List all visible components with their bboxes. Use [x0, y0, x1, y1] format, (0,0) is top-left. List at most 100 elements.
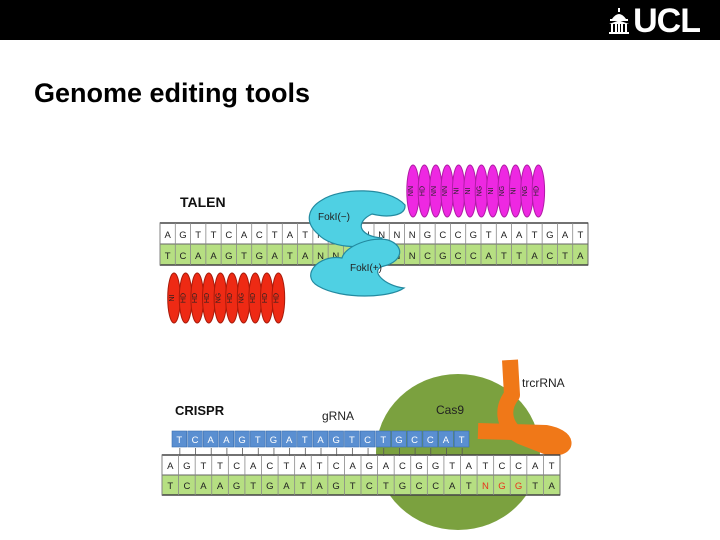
- grna-base-cell: [250, 430, 266, 448]
- talen-top-base: T: [272, 230, 278, 241]
- crispr-top-base: C: [333, 461, 340, 472]
- talen-bottom-base: T: [562, 251, 568, 262]
- talen-bottom-base: C: [179, 251, 186, 262]
- portico-icon: [609, 8, 630, 34]
- crispr-top-base: T: [549, 461, 555, 472]
- crispr-bottom-base: G: [332, 481, 339, 492]
- crispr-bottom-base: A: [283, 481, 290, 492]
- crispr-bottom-base: T: [532, 481, 538, 492]
- crispr-bottom-base: T: [167, 481, 173, 492]
- talen-bottom-base: C: [470, 251, 477, 262]
- tracrrna-label: trcrRNA: [522, 376, 565, 390]
- logo-text: UCL: [633, 2, 701, 40]
- talen-bottom-base: A: [485, 251, 492, 262]
- talen-top-base: C: [439, 230, 446, 241]
- grna-base: A: [208, 435, 215, 446]
- grna-base-cell: [297, 430, 313, 448]
- grna-base: A: [317, 435, 324, 446]
- pink-tale-repeat-label: NG: [522, 186, 529, 197]
- pink-tale-repeat-label: HD: [533, 186, 540, 196]
- grna-label: gRNA: [322, 409, 354, 423]
- pink-tale-repeat-label: NN: [442, 186, 449, 196]
- grna-base-cell: [359, 430, 376, 448]
- talen-top-base: A: [241, 230, 248, 241]
- crispr-top-base: C: [233, 461, 240, 472]
- crispr-top-base: T: [482, 461, 488, 472]
- pink-tale-repeat-label: NN: [408, 186, 415, 196]
- grna-base: T: [176, 435, 182, 446]
- crispr-top-base: G: [366, 461, 373, 472]
- pink-tale-repeat-label: NG: [499, 186, 506, 197]
- talen-bottom-base: G: [256, 251, 263, 262]
- grna-base: A: [286, 435, 293, 446]
- grna-base-cell: [265, 430, 282, 448]
- pink-tale-repeat-label: NI: [465, 187, 472, 194]
- talen-bottom-base: T: [287, 251, 293, 262]
- crispr-bottom-base: N: [482, 481, 489, 492]
- talen-bottom-base: T: [501, 251, 507, 262]
- grna-base-cell: [234, 430, 250, 448]
- grna-base: G: [270, 435, 277, 446]
- crispr-top-base: C: [266, 461, 273, 472]
- grna-base-cell: [375, 430, 391, 448]
- crispr-bottom-base: G: [233, 481, 240, 492]
- grna-base-cell: [218, 430, 235, 448]
- crispr-top-base: T: [449, 461, 455, 472]
- talen-bottom-base: A: [577, 251, 584, 262]
- crispr-bottom-base: C: [416, 481, 423, 492]
- red-tale-repeat-label: NG: [215, 293, 222, 304]
- crispr-top-base: T: [217, 461, 223, 472]
- talen-bottom-base: G: [439, 251, 446, 262]
- talen-bottom-base: A: [210, 251, 217, 262]
- red-tale-repeat-label: HD: [181, 293, 188, 303]
- grna-base: T: [302, 435, 308, 446]
- crispr-top-base: A: [250, 461, 257, 472]
- crispr-label: CRISPR: [175, 403, 225, 418]
- talen-top-base: T: [211, 230, 217, 241]
- header-bar: UCL: [0, 0, 720, 40]
- talen-top-base: C: [256, 230, 263, 241]
- grna-base-cell: [454, 430, 470, 448]
- crispr-bottom-base: T: [250, 481, 256, 492]
- talen-top-base: T: [302, 230, 308, 241]
- grna-base: G: [332, 435, 339, 446]
- grna-base-cell: [328, 430, 344, 448]
- pink-tale-repeat-label: NG: [476, 186, 483, 197]
- grna-base: T: [459, 435, 465, 446]
- grna-base: G: [395, 435, 402, 446]
- crispr-top-base: A: [350, 461, 357, 472]
- crispr-bottom-base: A: [449, 481, 456, 492]
- talen-top-base: A: [516, 230, 523, 241]
- crispr-top-base: A: [383, 461, 390, 472]
- pink-tale-repeat-label: NI: [511, 187, 518, 194]
- red-tale-repeat-label: HD: [192, 293, 199, 303]
- talen-top-base: A: [287, 230, 294, 241]
- red-tale-repeat-label: HD: [250, 293, 257, 303]
- talen-diagram: TALEN AGTTCACTATNNNNNNNGCCGTAATGAT TCAAG…: [159, 164, 589, 324]
- talen-bottom-base: N: [317, 251, 324, 262]
- crispr-top-base: G: [432, 461, 439, 472]
- talen-top-base: T: [577, 230, 583, 241]
- grna-base: C: [192, 435, 199, 446]
- grna-base: C: [411, 435, 418, 446]
- red-tale-repeat-label: HD: [227, 293, 234, 303]
- talen-label: TALEN: [180, 194, 226, 210]
- grna-base: A: [443, 435, 450, 446]
- crispr-bottom-base: A: [316, 481, 323, 492]
- red-tale-repeat-label: HD: [204, 293, 211, 303]
- crispr-bottom-base: G: [266, 481, 273, 492]
- talen-bottom-base: N: [332, 251, 339, 262]
- talen-top-base: N: [378, 230, 385, 241]
- crispr-top-base: T: [283, 461, 289, 472]
- grna-base: G: [238, 435, 245, 446]
- crispr-bottom-base: T: [350, 481, 356, 492]
- talen-top-base: T: [486, 230, 492, 241]
- talen-top-base: G: [470, 230, 477, 241]
- grna-base: T: [349, 435, 355, 446]
- crispr-top-base: T: [317, 461, 323, 472]
- grna-base: C: [364, 435, 371, 446]
- talen-top-base: C: [455, 230, 462, 241]
- pink-tale-repeat-label: NI: [488, 187, 495, 194]
- talen-top-base: A: [562, 230, 569, 241]
- crispr-top-base: C: [499, 461, 506, 472]
